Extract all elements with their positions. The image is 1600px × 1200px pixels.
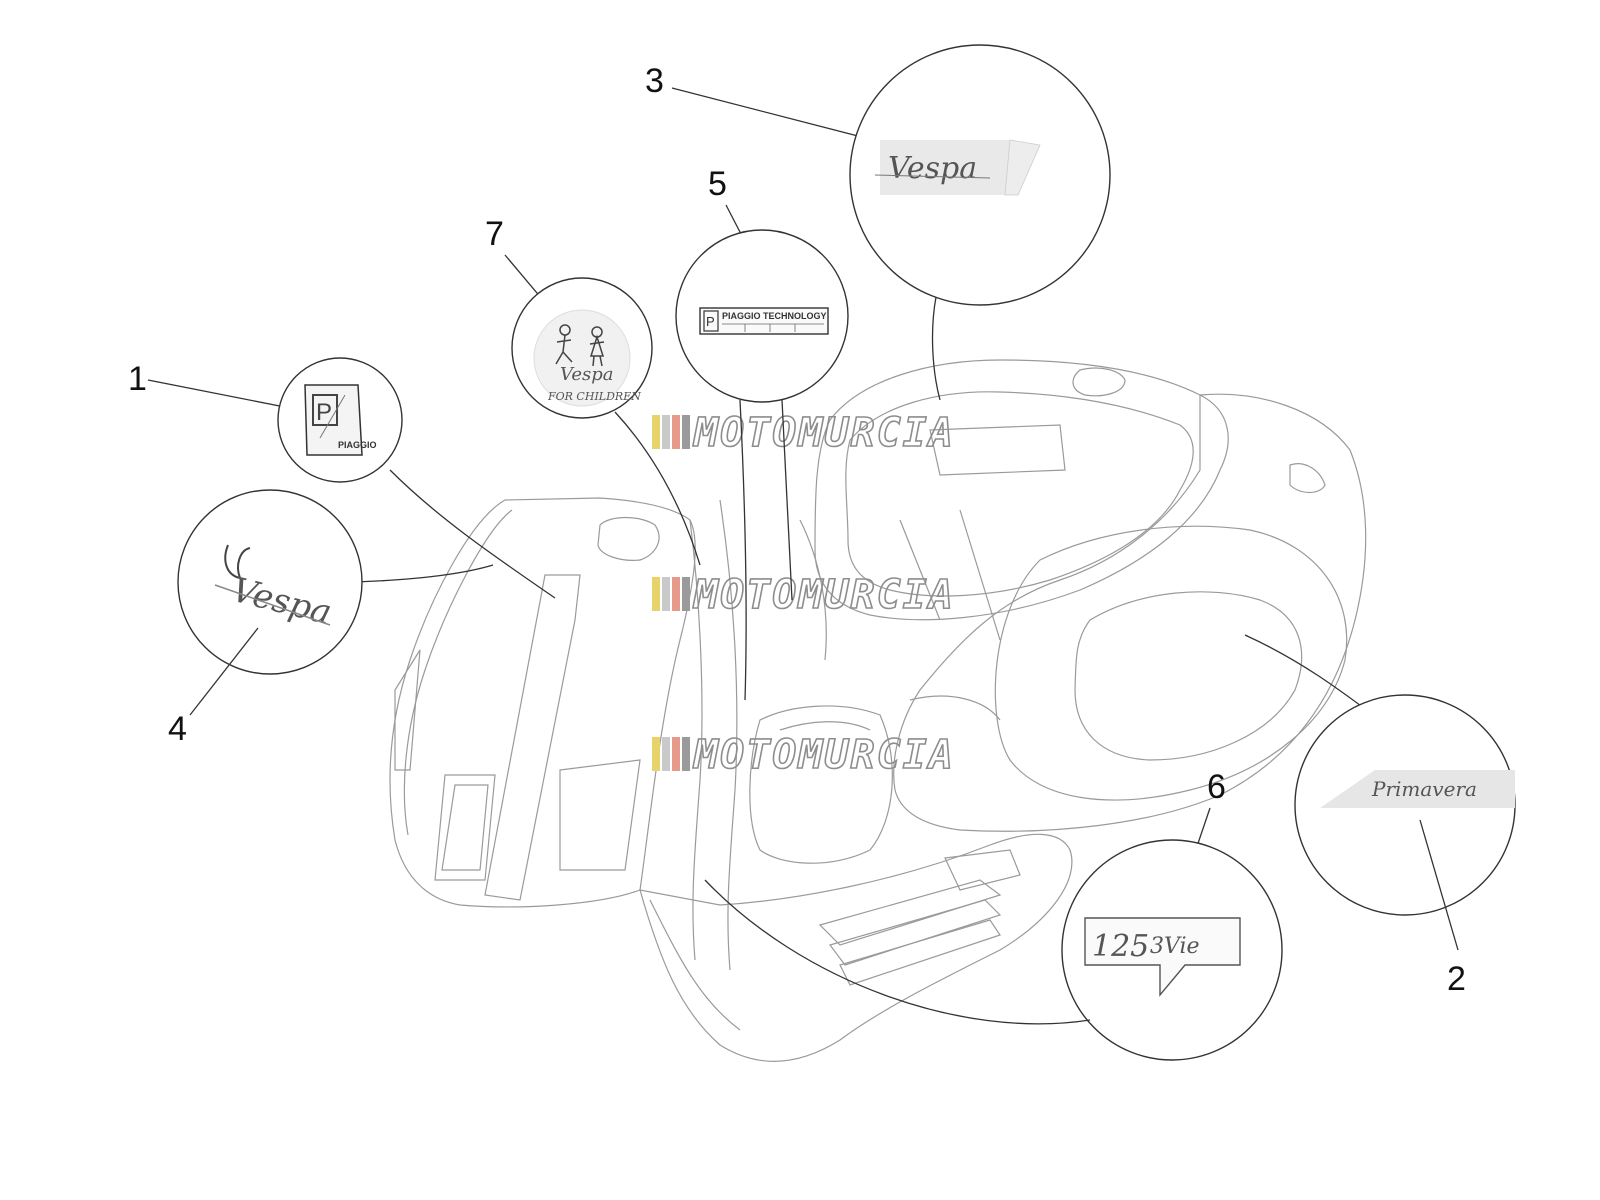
vespa-side-decal-text: Vespa — [888, 151, 977, 186]
primavera-decal-text: Primavera — [1371, 777, 1477, 801]
watermark-bottom: MOTOMURCIA — [652, 731, 955, 779]
leader-line-5-body — [739, 399, 747, 701]
callout-number-4: 4 — [168, 710, 187, 748]
for-children-vespa-text: Vespa — [560, 364, 614, 385]
callout-number-7: 7 — [485, 215, 504, 253]
watermark-text: MOTOMURCIA — [692, 572, 955, 618]
watermark-text: MOTOMURCIA — [692, 732, 955, 778]
decal-3vie-text: 3Vie — [1150, 934, 1200, 959]
detail-bubble-4 — [177, 489, 363, 675]
callout-3: 3 Vespa — [645, 44, 1111, 401]
leader-line-3-body — [931, 296, 941, 401]
watermark-middle: MOTOMURCIA — [652, 571, 955, 619]
callout-number-3: 3 — [645, 62, 664, 100]
piaggio-badge-label: PIAGGIO — [338, 440, 377, 450]
vespa-side-decal-icon: Vespa — [874, 139, 1041, 196]
svg-text:P: P — [316, 399, 332, 426]
callout-number-1: 1 — [128, 360, 147, 398]
leader-line-4-body — [354, 564, 494, 583]
svg-text:P: P — [706, 314, 715, 329]
piaggio-technology-label: PIAGGIO TECHNOLOGY — [722, 311, 827, 321]
callout-number-6: 6 — [1207, 768, 1226, 806]
leader-line-4 — [189, 627, 259, 716]
callout-2: Primavera 2 — [1244, 634, 1516, 998]
125-3vie-decal-icon: 125 3Vie — [1084, 917, 1241, 997]
piaggio-technology-plate-icon: P PIAGGIO TECHNOLOGY — [699, 307, 829, 335]
decal-125-text: 125 — [1092, 929, 1149, 964]
leader-line-3 — [671, 87, 886, 144]
callout-4: 4 Vespa — [168, 489, 494, 748]
leader-line-2 — [1419, 819, 1459, 951]
watermark-text: MOTOMURCIA — [692, 410, 955, 456]
children-figures-icon — [555, 324, 605, 367]
leader-line-5-body-b — [781, 399, 793, 601]
watermark-top: MOTOMURCIA — [652, 409, 955, 457]
callout-1: 1 P PIAGGIO — [128, 357, 556, 599]
for-children-label: FOR CHILDREN — [547, 390, 641, 403]
callout-5: 5 P PIAGGIO TECHNOLOGY — [675, 165, 849, 701]
callout-number-5: 5 — [708, 165, 727, 203]
callout-6: 6 125 3Vie — [704, 768, 1283, 1061]
primavera-decal-icon: Primavera — [1320, 770, 1515, 808]
callout-7: 7 Vespa FOR CHILDREN — [485, 215, 701, 566]
leader-line-1-body — [389, 469, 556, 599]
scooter-body-drawing — [389, 359, 1367, 1062]
leader-line-7-body — [614, 411, 701, 566]
leader-line-6-body — [704, 879, 1091, 1025]
callout-number-2: 2 — [1447, 960, 1466, 998]
piaggio-badge-icon: P PIAGGIO — [304, 384, 377, 456]
